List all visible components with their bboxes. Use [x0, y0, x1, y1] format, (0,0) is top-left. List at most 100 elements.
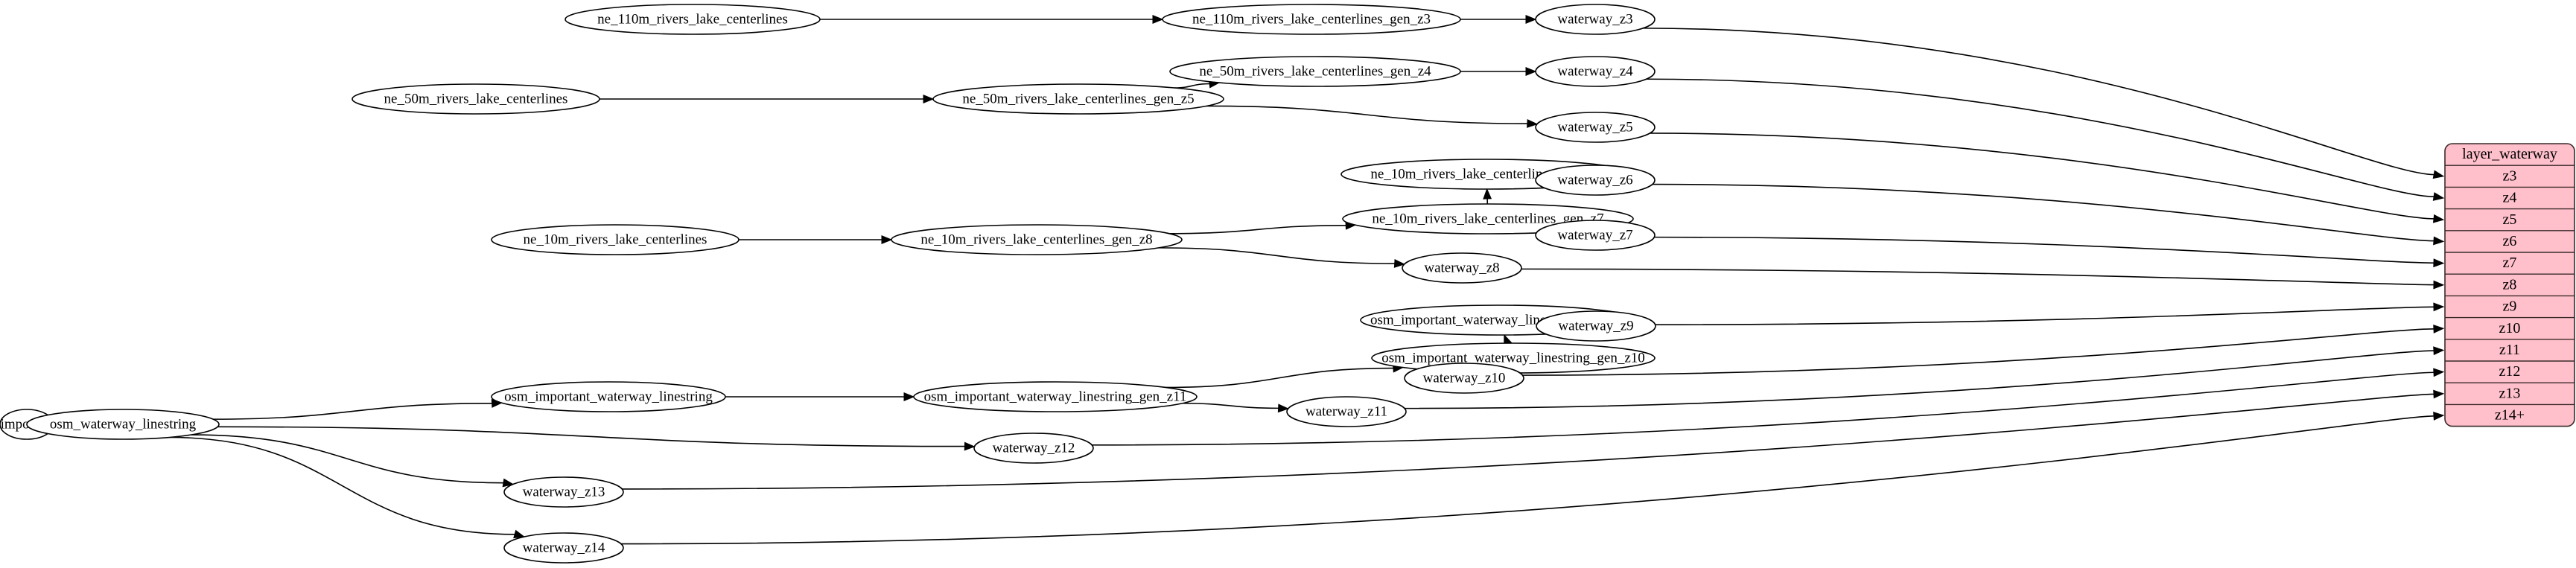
node-osm_important_waterway_linestring_gen_z11[interactable]: osm_important_waterway_linestring_gen_z1… — [913, 381, 1198, 412]
node-label-waterway_z8: waterway_z8 — [1424, 260, 1499, 275]
arrowhead-ne_50m_rivers_lake_centerlines — [923, 95, 935, 103]
node-waterway_z6[interactable]: waterway_z6 — [1535, 165, 1656, 196]
node-waterway_z13[interactable]: waterway_z13 — [503, 476, 624, 508]
node-shape-waterway_z14 — [503, 532, 624, 564]
node-shape-waterway_z12 — [973, 433, 1094, 464]
node-shape-ne_110m_rivers_lake_centerlines — [565, 4, 821, 35]
edge-waterway_z13-to-layer_waterway_z13 — [622, 393, 2435, 490]
node-osm_waterway_linestring[interactable]: osm_waterway_linestring — [26, 409, 220, 440]
node-label-waterway_z12: waterway_z12 — [993, 440, 1075, 456]
edge-waterway_z11-to-layer_waterway_z11 — [1405, 350, 2435, 409]
node-label-waterway_z10: waterway_z10 — [1423, 370, 1506, 386]
node-shape-ne_10m_rivers_lake_centerlines — [491, 224, 740, 255]
node-shape-waterway_z6 — [1535, 165, 1656, 196]
record-row-z4[interactable]: z4 — [2503, 190, 2517, 206]
edge-ne_10m_rivers_lake_centerlines_gen_z8-to-waterway_z8 — [1158, 247, 1396, 264]
edge-osm_waterway_linestring-to-osm_important_waterway_linestring — [213, 403, 493, 420]
node-waterway_z12[interactable]: waterway_z12 — [973, 433, 1094, 464]
node-waterway_z8[interactable]: waterway_z8 — [1402, 252, 1522, 284]
node-shape-ne_10m_rivers_lake_centerlines_gen_z8 — [891, 224, 1183, 255]
edge-waterway_z5-to-layer_waterway_z5 — [1650, 133, 2435, 220]
edge-osm_waterway_linestring-to-waterway_z12 — [217, 426, 966, 447]
node-label-waterway_z13: waterway_z13 — [523, 484, 605, 500]
record-row-z8[interactable]: z8 — [2503, 276, 2517, 293]
node-label-waterway_z3: waterway_z3 — [1557, 11, 1632, 27]
arrowhead-waterway_z11 — [2433, 346, 2445, 356]
record-row-z13[interactable]: z13 — [2499, 385, 2521, 401]
node-shape-osm_important_waterway_linestring — [491, 381, 726, 412]
record-header-label: layer_waterway — [2462, 146, 2557, 162]
edge-osm_waterway_linestring-to-waterway_z13 — [191, 434, 504, 484]
node-waterway_z3[interactable]: waterway_z3 — [1535, 4, 1656, 35]
record-node-layer-waterway[interactable]: layer_waterway z3 z4 z5 z6 z7 z8 z9 z10 z11 z12 z13… — [2444, 143, 2575, 427]
node-waterway_z10[interactable]: waterway_z10 — [1404, 363, 1524, 394]
record-row-z10[interactable]: z10 — [2499, 320, 2521, 336]
node-waterway_z5[interactable]: waterway_z5 — [1535, 112, 1656, 143]
node-label-ne_10m_rivers_lake_centerlines_gen_z8: ne_10m_rivers_lake_centerlines_gen_z8 — [920, 232, 1152, 247]
node-label-osm_important_waterway_linestring: osm_important_waterway_linestring — [504, 389, 713, 404]
edge-waterway_z10-to-layer_waterway_z10 — [1522, 328, 2435, 376]
node-label-ne_50m_rivers_lake_centerlines: ne_50m_rivers_lake_centerlines — [384, 91, 568, 106]
edge-waterway_z4-to-layer_waterway_z4 — [1646, 78, 2435, 198]
node-shape-waterway_z4 — [1535, 56, 1656, 87]
node-shape-ne_110m_rivers_lake_centerlines_gen_z3 — [1162, 4, 1461, 35]
edge-waterway_z8-to-layer_waterway_z8 — [1521, 268, 2435, 286]
node-ne_50m_rivers_lake_centerlines[interactable]: ne_50m_rivers_lake_centerlines — [352, 83, 600, 115]
arrowhead-osm_important_waterway_linestring — [903, 392, 915, 401]
edge-osm_important_waterway_linestring_gen_z11-to-osm_important_waterway_linestring_gen_z10 — [1165, 367, 1394, 389]
node-waterway_z9[interactable]: waterway_z9 — [1536, 310, 1656, 342]
arrowhead-waterway_z12 — [2433, 368, 2445, 377]
edges-layer — [25, 15, 2445, 545]
node-label-osm_waterway_linestring: osm_waterway_linestring — [50, 416, 197, 432]
node-ne_50m_rivers_lake_centerlines_gen_z4[interactable]: ne_50m_rivers_lake_centerlines_gen_z4 — [1169, 56, 1461, 87]
node-waterway_z4[interactable]: waterway_z4 — [1535, 56, 1656, 87]
arrowhead-waterway_z6 — [2433, 236, 2445, 246]
record-row-z5[interactable]: z5 — [2503, 211, 2517, 228]
node-osm_important_waterway_linestring[interactable]: osm_important_waterway_linestring — [491, 381, 726, 412]
record-row-z7[interactable]: z7 — [2503, 255, 2517, 271]
edge-waterway_z9-to-layer_waterway_z9 — [1655, 306, 2435, 325]
arrowhead-ne_50m_rivers_lake_centerlines_gen_z4 — [1525, 67, 1537, 76]
arrowhead-osm_waterway_linestring — [964, 441, 976, 451]
record-row-z14+[interactable]: z14+ — [2495, 407, 2525, 424]
nodes-layer: imposm3osm_waterway_linestringne_110m_ri… — [0, 4, 1656, 564]
record-row-z3[interactable]: z3 — [2503, 167, 2517, 184]
record-row-z9[interactable]: z9 — [2503, 299, 2517, 315]
node-label-ne_110m_rivers_lake_centerlines_gen_z3: ne_110m_rivers_lake_centerlines_gen_z3 — [1192, 11, 1431, 27]
arrowhead-ne_110m_rivers_lake_centerlines_gen_z3 — [1525, 15, 1537, 24]
node-shape-waterway_z13 — [503, 476, 624, 508]
node-osm_important_waterway_linestring_gen_z10[interactable]: osm_important_waterway_linestring_gen_z1… — [1371, 342, 1656, 374]
edge-osm_waterway_linestring-to-waterway_z14 — [169, 436, 516, 535]
node-label-ne_10m_rivers_lake_centerlines_gen_z7: ne_10m_rivers_lake_centerlines_gen_z7 — [1372, 211, 1603, 226]
node-label-waterway_z9: waterway_z9 — [1558, 318, 1633, 334]
arrowhead-waterway_z4 — [2432, 192, 2445, 201]
node-waterway_z14[interactable]: waterway_z14 — [503, 532, 624, 564]
node-waterway_z7[interactable]: waterway_z7 — [1535, 220, 1656, 251]
node-ne_110m_rivers_lake_centerlines[interactable]: ne_110m_rivers_lake_centerlines — [565, 4, 821, 35]
arrowhead-ne_110m_rivers_lake_centerlines — [1152, 15, 1164, 24]
node-shape-waterway_z7 — [1535, 220, 1656, 251]
record-row-z12[interactable]: z12 — [2499, 363, 2521, 380]
node-ne_10m_rivers_lake_centerlines[interactable]: ne_10m_rivers_lake_centerlines — [491, 224, 740, 255]
node-shape-waterway_z10 — [1404, 363, 1524, 394]
node-label-waterway_z14: waterway_z14 — [523, 540, 605, 555]
edge-ne_50m_rivers_lake_centerlines_gen_z5-to-ne_50m_rivers_lake_centerlines_gen_z4 — [1174, 83, 1211, 89]
node-label-ne_50m_rivers_lake_centerlines_gen_z4: ne_50m_rivers_lake_centerlines_gen_z4 — [1199, 63, 1431, 79]
arrowhead-waterway_z3 — [2432, 170, 2445, 179]
node-waterway_z11[interactable]: waterway_z11 — [1286, 396, 1407, 427]
arrowhead-waterway_z8 — [2433, 280, 2445, 290]
node-ne_10m_rivers_lake_centerlines_gen_z8[interactable]: ne_10m_rivers_lake_centerlines_gen_z8 — [891, 224, 1183, 255]
record-row-z6[interactable]: z6 — [2503, 233, 2517, 249]
node-label-waterway_z5: waterway_z5 — [1557, 119, 1632, 135]
node-shape-waterway_z11 — [1286, 396, 1407, 427]
node-shape-ne_50m_rivers_lake_centerlines_gen_z5 — [932, 83, 1224, 115]
arrowhead-waterway_z13 — [2433, 389, 2445, 399]
node-shape-waterway_z8 — [1402, 252, 1522, 284]
arrowhead-osm_waterway_linestring — [513, 529, 526, 539]
node-label-waterway_z11: waterway_z11 — [1306, 403, 1387, 419]
node-ne_110m_rivers_lake_centerlines_gen_z3[interactable]: ne_110m_rivers_lake_centerlines_gen_z3 — [1162, 4, 1461, 35]
node-ne_50m_rivers_lake_centerlines_gen_z5[interactable]: ne_50m_rivers_lake_centerlines_gen_z5 — [932, 83, 1224, 115]
record-row-z11[interactable]: z11 — [2499, 342, 2520, 358]
arrowhead-ne_10m_rivers_lake_centerlines — [881, 235, 893, 244]
